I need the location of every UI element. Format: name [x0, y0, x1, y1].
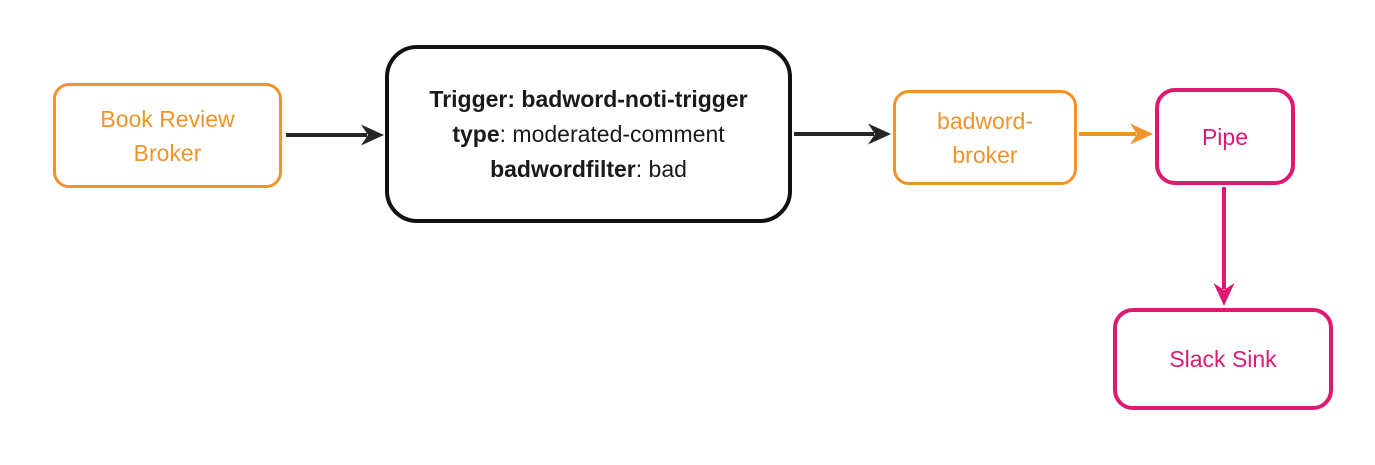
trigger-line-3-key: badwordfilter: [490, 155, 636, 182]
node-label: Slack Sink: [1169, 346, 1277, 372]
arrow-badword-broker-to-pipe: [1079, 123, 1153, 145]
arrowhead-icon: [1130, 123, 1153, 145]
trigger-line-2-key: type: [452, 120, 500, 147]
node-label: badword-broker: [937, 107, 1033, 168]
trigger-line-1: Trigger: badword-noti-trigger: [429, 85, 748, 112]
trigger-line-2-value: : moderated-comment: [499, 120, 725, 147]
trigger-line-3: badwordfilter: bad: [490, 152, 687, 187]
node-label: Book Review Broker: [100, 105, 235, 166]
node-trigger: Trigger: badword-noti-trigger type: mode…: [385, 45, 792, 223]
arrow-book-review-broker-to-trigger: [286, 124, 384, 146]
arrow-pipe-to-slack-sink: [1213, 187, 1235, 306]
node-label: Pipe: [1201, 123, 1249, 150]
node-badword-broker: badword-broker: [893, 90, 1077, 185]
arrow-trigger-to-badword-broker: [794, 123, 891, 145]
node-book-review-broker: Book Review Broker: [53, 83, 282, 188]
trigger-line-2: type: moderated-comment: [452, 117, 724, 152]
node-pipe: Pipe: [1155, 88, 1295, 185]
arrowhead-icon: [868, 123, 891, 145]
node-slack-sink: Slack Sink: [1113, 308, 1333, 410]
arrowhead-icon: [1213, 283, 1235, 306]
arrowhead-icon: [361, 124, 384, 146]
trigger-line-3-value: : bad: [635, 155, 687, 182]
